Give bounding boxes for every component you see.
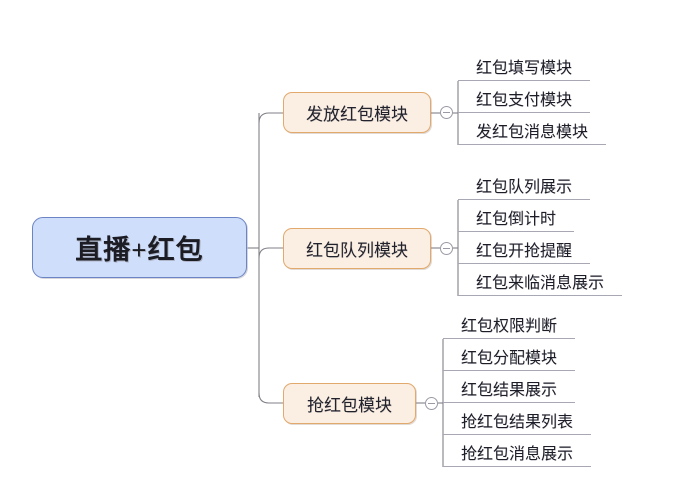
leaf-node-1-2[interactable]: 红包开抢提醒 [458,234,590,264]
edge-trunk-to-branch-2 [258,392,283,404]
collapse-toggle-icon-branch-2[interactable] [425,397,438,410]
leaf-node-2-2[interactable]: 红包结果展示 [443,373,575,403]
leaf-node-1-0[interactable]: 红包队列展示 [458,170,590,200]
edge-trunk-to-branch-0 [258,112,283,124]
leaf-node-0-2[interactable]: 发红包消息模块 [458,115,606,145]
collapse-toggle-icon-branch-1[interactable] [440,242,453,255]
root-node-label: 直播+红包 [75,235,204,265]
leaf-node-2-1-label: 红包分配模块 [460,349,557,367]
leaf-node-1-2-label: 红包开抢提醒 [475,242,572,260]
leaf-node-1-1[interactable]: 红包倒计时 [458,202,574,232]
leaf-node-2-1[interactable]: 红包分配模块 [443,341,575,371]
leaf-node-2-3-label: 抢红包结果列表 [460,413,573,431]
leaf-node-0-0-label: 红包填写模块 [475,59,572,77]
leaf-node-2-4[interactable]: 抢红包消息展示 [443,437,591,467]
branch-node-2-label: 抢红包模块 [307,396,392,415]
leaf-node-0-1-label: 红包支付模块 [475,91,572,109]
leaf-node-2-2-label: 红包结果展示 [460,381,557,399]
leaf-node-0-1[interactable]: 红包支付模块 [458,83,590,113]
branch-node-0-label: 发放红包模块 [306,105,408,124]
branch-node-1[interactable]: 红包队列模块 [283,228,431,269]
leaf-node-0-2-label: 发红包消息模块 [475,123,588,141]
leaf-node-1-1-label: 红包倒计时 [475,210,556,228]
branch-node-0[interactable]: 发放红包模块 [283,92,431,133]
leaf-node-0-0[interactable]: 红包填写模块 [458,51,590,81]
leaf-node-1-3[interactable]: 红包来临消息展示 [458,266,622,296]
root-node[interactable]: 直播+红包 [32,217,247,278]
leaf-node-2-0[interactable]: 红包权限判断 [443,309,575,339]
collapse-toggle-icon-branch-0[interactable] [440,106,453,119]
leaf-node-1-0-label: 红包队列展示 [475,178,572,196]
leaf-node-2-4-label: 抢红包消息展示 [460,445,573,463]
leaf-node-2-0-label: 红包权限判断 [460,317,557,335]
edge-trunk-to-branch-1 [258,247,283,259]
leaf-node-2-3[interactable]: 抢红包结果列表 [443,405,591,435]
branch-node-2[interactable]: 抢红包模块 [283,383,416,424]
leaf-node-1-3-label: 红包来临消息展示 [475,274,604,292]
branch-node-1-label: 红包队列模块 [306,241,408,260]
